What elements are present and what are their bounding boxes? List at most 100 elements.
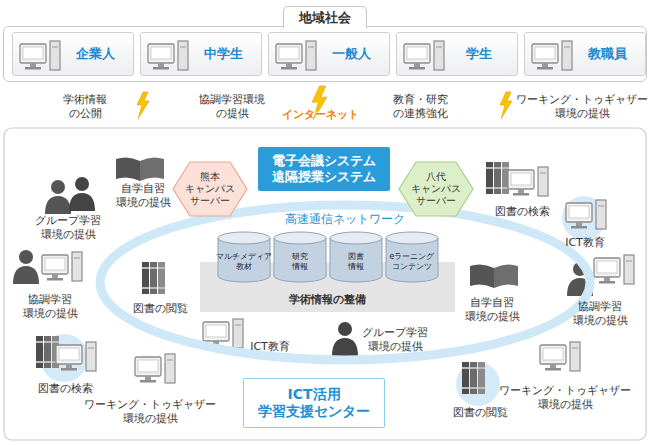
book-spine [462,362,469,394]
pc-tower [178,41,188,70]
computer-icon [566,200,606,229]
person-head [338,322,352,336]
open-book-icon [470,264,518,288]
monitor-base [281,67,297,70]
monitor-base [537,67,553,70]
open-book-icon [116,157,164,181]
book-band [502,167,509,169]
book-spine [158,262,165,294]
drive-slot [308,47,314,48]
node-text: 高速通信ネットワーク [284,212,406,227]
screen [45,258,65,270]
annotation-label: ICT教育 [564,236,606,250]
hexagon-shape [173,162,247,216]
person-head [75,177,89,191]
database-cylinder: eラーニング コンテンツ [386,232,438,282]
monitor-stand [286,63,292,67]
screen [597,261,617,273]
drive-slot [564,47,570,48]
book-band [36,361,43,363]
node-text: ICT活用 学習支援センター [257,386,371,421]
book-band [150,287,157,289]
monitor-stand [158,63,164,67]
monitor [276,44,302,63]
person-body [69,193,95,211]
monitor [148,44,174,63]
annotation-label: ワーキング・トゥギャザー 環境の提供 [498,384,632,413]
cylinder-body [330,238,382,282]
cylinder-top [330,232,382,244]
person-body [332,338,358,356]
monitor [135,357,161,376]
node-text: マルチメディア 教材 [215,252,273,271]
book-spine [44,336,51,368]
node-text: 学術情報の整備 [288,293,367,307]
pc-tower [624,255,634,284]
monitor-base [153,67,169,70]
monitor [508,170,534,189]
monitor-stand [550,364,556,368]
monitor-base [25,67,41,70]
monitor [532,44,558,63]
annotation-label: 協調学習 環境の提供 [22,293,79,322]
pc-tower [86,342,96,371]
community-band: 地域社会企業人中学生一般人学生教職員 [3,26,647,82]
book-band [478,387,485,389]
book-band [158,287,165,289]
book-band [142,287,149,289]
monitor [594,258,620,277]
book-band [470,387,477,389]
book-page-right [140,157,164,181]
book-band [462,367,469,369]
person-head [51,180,65,194]
database-cylinder: 研究 情報 [274,232,326,282]
annotation-label: ワーキング・トゥギャザー 環境の提供 [515,93,649,122]
book-spine [142,262,149,294]
database-cylinder: マルチメディア 教材 [218,232,270,282]
monitor-base [140,380,156,383]
cylinder-top [218,232,270,244]
person-head [19,250,33,264]
book-band [462,387,469,389]
monitor [20,44,46,63]
monitor-base [599,281,615,284]
user-box: 一般人 [268,32,390,76]
book-band [478,367,485,369]
annotation-label: 自学自習 環境の提供 [464,296,521,325]
center-frame [4,128,646,440]
node-text: 教職員 [587,46,628,62]
cylinder-top [386,232,438,244]
annotation-label: 学術情報 の公開 [62,93,108,122]
user-box: 企業人 [12,32,134,76]
network-ring: 高速通信ネットワーク学術情報の整備 マルチメディア 教材研究 情報 図書 情報 eラー… [95,200,595,365]
monitor-base [571,226,587,229]
drive-slot [180,47,186,48]
book-spine [150,262,157,294]
node-text: 図書 情報 [347,252,365,271]
cylinder-body [386,238,438,282]
drive-slot [626,261,632,262]
screen [206,325,226,337]
monitor-stand [576,222,582,226]
system-box: 電子会議システム 遠隔授業システム [258,147,390,191]
annotation-label: 自学自習 環境の提供 [115,182,172,211]
computer-icon [508,167,548,196]
monitor-stand [542,63,548,67]
book-band [36,341,43,343]
annotation-label: グループ学習 環境の提供 [361,326,429,355]
pc-tower [570,342,580,371]
computer-icon-frame [530,40,576,72]
screen [23,47,43,59]
drive-slot [235,325,241,326]
book-spine [470,362,477,394]
annotation-label: ICT教育 [249,340,291,354]
book-band [44,341,51,343]
monitor-base [47,278,63,281]
highlight-halo [562,196,606,240]
annotation-label: 協調学習環境 の提供 [198,93,266,122]
book-band [494,187,501,189]
drive-slot [598,206,604,207]
cylinder-body [274,238,326,282]
book-band [494,167,501,169]
screen [279,47,299,59]
